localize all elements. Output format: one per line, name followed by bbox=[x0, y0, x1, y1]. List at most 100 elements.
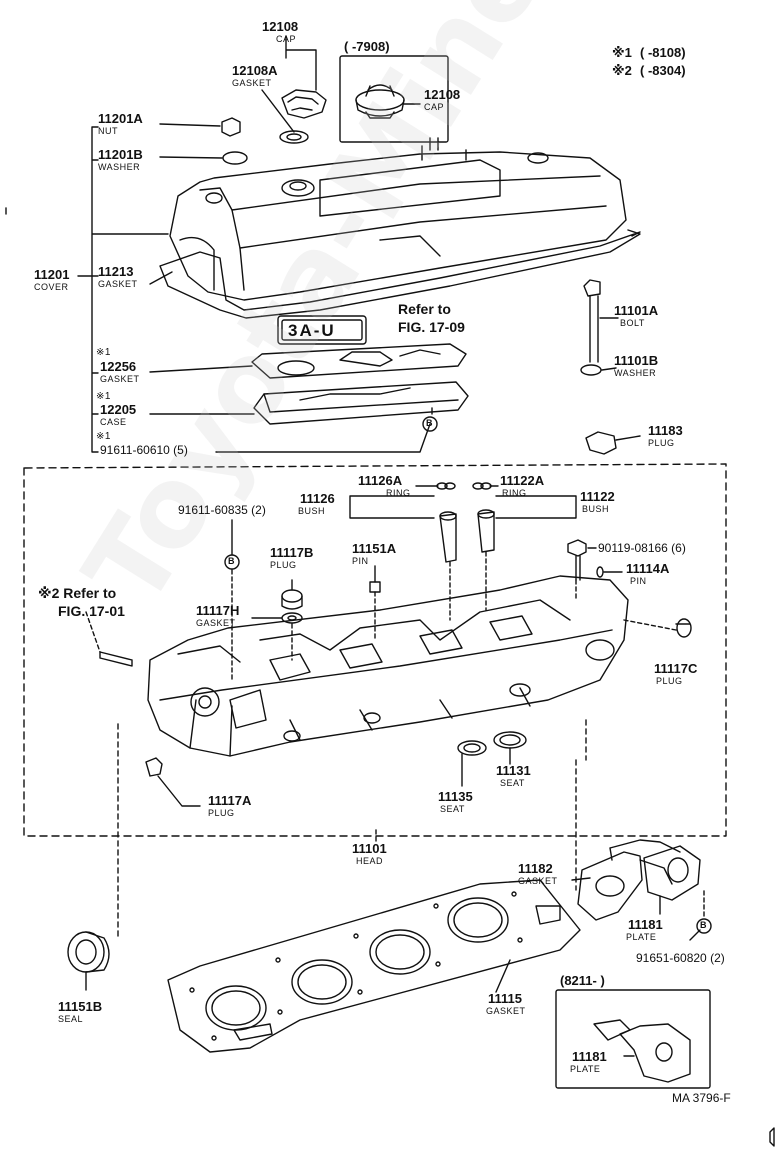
part-11213-number: 11213 bbox=[98, 264, 134, 279]
part-11201a-name: NUT bbox=[98, 126, 118, 136]
head-bolt-drawing bbox=[567, 539, 597, 581]
cap-leaders bbox=[261, 35, 317, 133]
part-11117h-name: GASKET bbox=[196, 618, 236, 628]
part-12108-variant-number: 12108 bbox=[424, 87, 461, 102]
ref-fig-17-01-line2: FIG. 17-01 bbox=[58, 603, 125, 619]
part-11126a-number: 11126A bbox=[358, 473, 403, 488]
part-11117c-number: 11117C bbox=[654, 661, 698, 676]
part-12205-number: 12205 bbox=[100, 402, 137, 417]
valve-cover-drawing bbox=[169, 137, 627, 301]
part-11126a-name: RING bbox=[386, 488, 411, 498]
bush-leaders bbox=[349, 485, 577, 519]
plate-variant-drawing bbox=[593, 1019, 691, 1083]
case-leaders bbox=[149, 365, 433, 453]
part-91611-60610-number: 91611-60610 (5) bbox=[100, 443, 188, 457]
part-11201b-number: 11201B bbox=[98, 147, 143, 162]
ref-fig-17-09-line2: FIG. 17-09 bbox=[398, 319, 465, 335]
part-11122-number: 11122 bbox=[580, 489, 615, 504]
part-12108-name: CAP bbox=[276, 34, 297, 44]
part-11122a-number: 11122A bbox=[500, 473, 545, 488]
part-11181-variant-name: PLATE bbox=[570, 1064, 601, 1074]
part-11201-number: 11201 bbox=[34, 267, 70, 282]
emblem-text: 3A-U bbox=[288, 321, 336, 340]
plug-11117a-leader bbox=[157, 775, 201, 807]
emblem-drawing bbox=[277, 315, 367, 345]
cap-variant-range: ( -7908) bbox=[344, 39, 390, 54]
note-2-mark: ※2 bbox=[612, 63, 632, 78]
part-12108a-number: 12108A bbox=[232, 63, 278, 78]
part-11151a-number: 11151A bbox=[352, 541, 397, 556]
part-11182-name: GASKET bbox=[518, 876, 558, 886]
part-11181-variant-number: 11181 bbox=[572, 1049, 607, 1064]
stud-drawing bbox=[99, 651, 133, 667]
pin-11151a-drawing bbox=[369, 565, 381, 593]
part-11101a-name: BOLT bbox=[620, 318, 645, 328]
gasket-11117h-drawing bbox=[251, 612, 303, 624]
ref-fig-17-01-line1: ※2 Refer to bbox=[38, 585, 117, 601]
plug-11117b-drawing bbox=[281, 579, 303, 610]
plate-leaders bbox=[571, 877, 701, 941]
part-11117a-name: PLUG bbox=[208, 808, 235, 818]
b-mark-left-label: B bbox=[228, 556, 235, 566]
part-11182-number: 11182 bbox=[518, 861, 553, 876]
cover-gasket-drawing bbox=[159, 229, 641, 319]
b-mark-right bbox=[696, 918, 712, 934]
part-11151a-name: PIN bbox=[352, 556, 369, 566]
rear-plate-drawing bbox=[577, 839, 701, 921]
gasket-leader bbox=[149, 271, 173, 285]
note-1-mark: ※1 bbox=[612, 45, 632, 60]
bolt-drawing bbox=[583, 279, 619, 363]
star1-mark-case: ※1 bbox=[96, 391, 111, 402]
part-12108-number: 12108 bbox=[262, 19, 299, 34]
nut-drawing bbox=[159, 117, 241, 137]
part-12256-name: GASKET bbox=[100, 374, 140, 384]
part-11115-number: 11115 bbox=[488, 991, 522, 1006]
part-11101-name: HEAD bbox=[356, 856, 384, 866]
note-2-range: ( -8304) bbox=[640, 63, 686, 78]
cylinder-head-drawing bbox=[147, 575, 629, 757]
part-11114a-number: 11114A bbox=[626, 561, 670, 576]
oil-seal-drawing bbox=[67, 931, 110, 991]
part-11122a-name: RING bbox=[502, 488, 527, 498]
cap-variant-drawing bbox=[355, 84, 421, 119]
part-12108-variant-name: CAP bbox=[424, 102, 445, 112]
part-11101-number: 11101 bbox=[352, 841, 387, 856]
b-mark-right-label: B bbox=[700, 920, 707, 930]
head-assembly-dashed-box bbox=[23, 463, 727, 837]
plate-variant-range: (8211- ) bbox=[560, 973, 605, 988]
case-drawing bbox=[253, 381, 469, 425]
star1-mark-gasket: ※1 bbox=[96, 347, 111, 358]
valve-ring-drawing bbox=[436, 482, 492, 490]
star1-mark-bolt: ※1 bbox=[96, 431, 111, 442]
gasket-11115-leader bbox=[495, 959, 511, 993]
b-mark-top-label: B bbox=[426, 418, 433, 428]
part-90119-08166-number: 90119-08166 (6) bbox=[598, 541, 686, 555]
part-91651-60820-number: 91651-60820 (2) bbox=[636, 951, 725, 965]
part-11126-name: BUSH bbox=[298, 506, 326, 516]
part-11117c-name: PLUG bbox=[656, 676, 683, 686]
part-11181-name: PLATE bbox=[626, 932, 657, 942]
part-11135-number: 11135 bbox=[438, 789, 473, 804]
part-11131-name: SEAT bbox=[500, 778, 525, 788]
part-11183-number: 11183 bbox=[648, 423, 683, 438]
part-11117h-number: 11117H bbox=[196, 603, 240, 618]
part-11201b-name: WASHER bbox=[98, 162, 141, 172]
part-11117b-number: 11117B bbox=[270, 545, 314, 560]
part-12108a-name: GASKET bbox=[232, 78, 272, 88]
part-11201-name: COVER bbox=[34, 282, 69, 292]
plate-variant-box bbox=[555, 989, 711, 1089]
part-11201a-number: 11201A bbox=[98, 111, 143, 126]
note-1-range: ( -8108) bbox=[640, 45, 686, 60]
part-11117a-number: 11117A bbox=[208, 793, 252, 808]
part-11114a-name: PIN bbox=[630, 576, 647, 586]
footer-code: MA 3796-F bbox=[672, 1091, 731, 1105]
part-11213-name: GASKET bbox=[98, 279, 138, 289]
bolt-washer-drawing bbox=[580, 364, 617, 376]
oil-cap-drawing bbox=[279, 89, 327, 144]
part-11115-name: GASKET bbox=[486, 1006, 526, 1016]
part-12256-number: 12256 bbox=[100, 359, 137, 374]
part-11181-number: 11181 bbox=[628, 917, 663, 932]
part-12205-name: CASE bbox=[100, 417, 127, 427]
